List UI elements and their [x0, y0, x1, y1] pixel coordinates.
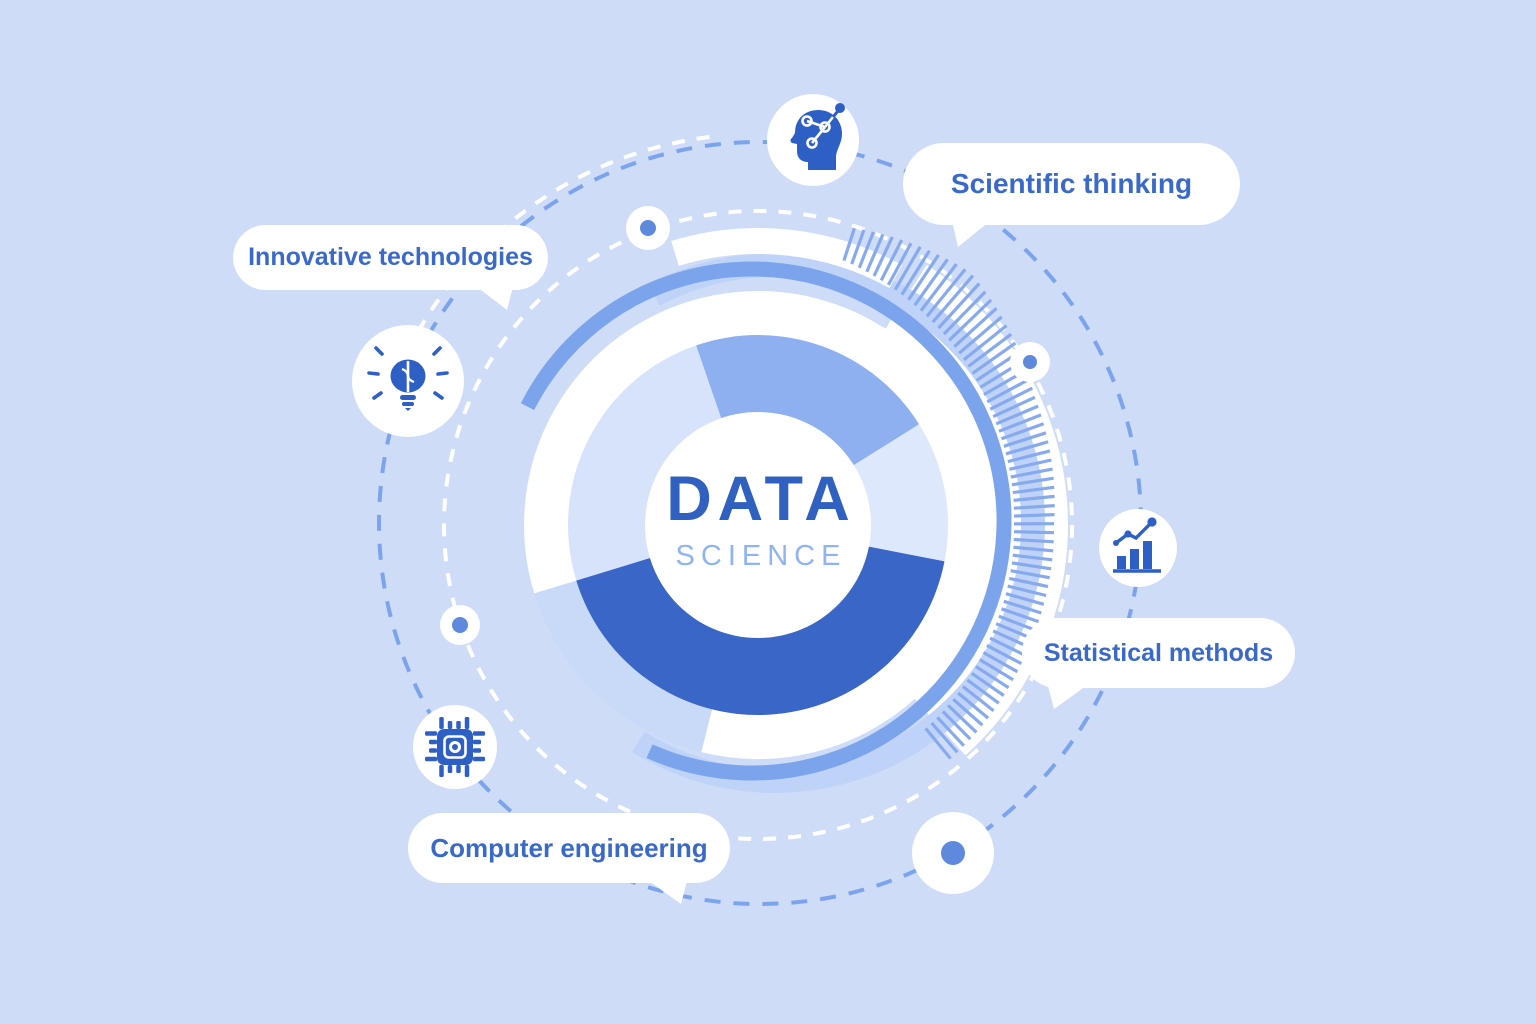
donut-segment-left-pale-blue — [567, 345, 723, 581]
orbit-node-left — [440, 605, 480, 645]
processor-chip-icon — [413, 705, 497, 789]
donut-segment-right-pale-blue — [849, 424, 948, 562]
bubble-tail-computer-engineering — [649, 881, 687, 904]
orbit-node-bottom-right — [912, 812, 994, 894]
label-bubble-innovative-technologies: Innovative technologies — [233, 225, 548, 290]
label-bubble-scientific-thinking: Scientific thinking — [903, 143, 1240, 225]
wheel-center-disc — [645, 412, 871, 638]
label-bubble-statistical-methods: Statistical methods — [1022, 618, 1295, 688]
bar-chart-icon — [1099, 509, 1177, 587]
donut-segment-top-medium-blue — [696, 335, 920, 468]
processor-chip-glyph — [425, 717, 485, 777]
brain-bulb-glyph — [367, 346, 449, 411]
head-with-network-glyph — [790, 103, 845, 170]
bar-chart-glyph — [1113, 517, 1161, 573]
left-medium-arc — [520, 261, 1012, 781]
bubble-tail-scientific-thinking — [952, 221, 990, 247]
label-statistical-methods: Statistical methods — [1043, 638, 1274, 667]
tick-marks — [842, 227, 1055, 760]
head-with-network-icon — [767, 94, 859, 186]
label-scientific-thinking: Scientific thinking — [950, 168, 1193, 199]
label-innovative-technologies: Innovative technologies — [248, 243, 533, 271]
label-bubble-computer-engineering: Computer engineering — [408, 813, 730, 883]
orbit-node-right — [1010, 342, 1050, 382]
orbit-node-top-left — [626, 206, 670, 250]
inner-dashed-orbit — [442, 209, 1074, 841]
brain-bulb-icon — [352, 325, 464, 437]
label-computer-engineering: Computer engineering — [430, 832, 708, 863]
bubble-tail-innovative-technologies — [477, 287, 513, 310]
bubble-tail-statistical-methods — [1048, 686, 1086, 709]
upper-left-dashed-arc — [404, 134, 718, 355]
